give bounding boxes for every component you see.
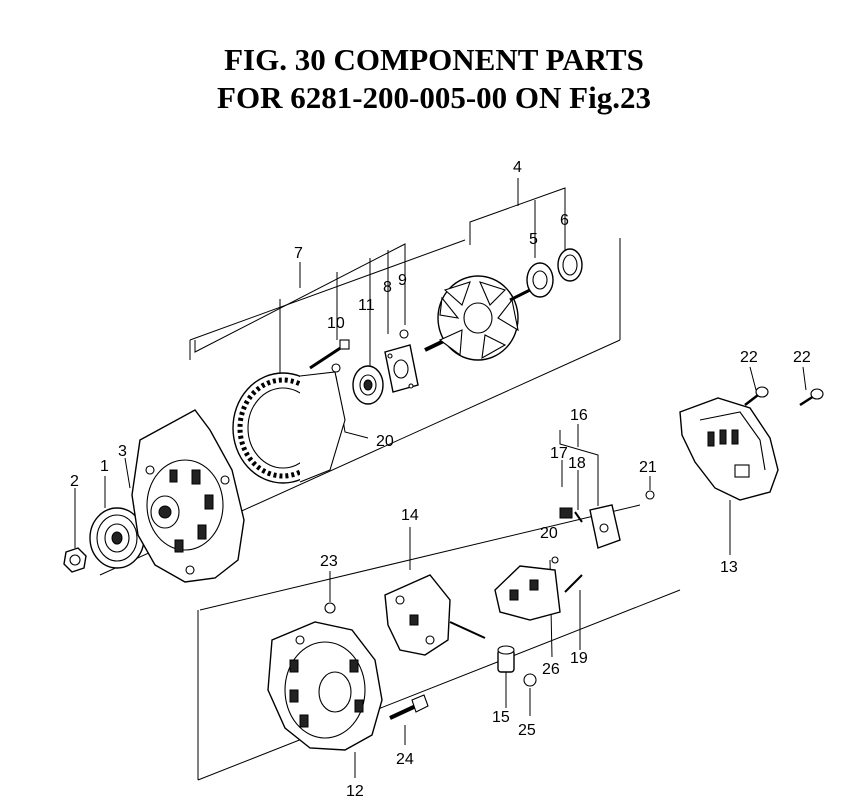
callout-1: 1: [100, 458, 109, 475]
callout-23: 23: [320, 553, 338, 570]
callout-19: 19: [570, 650, 588, 667]
figure-title-line1: FIG. 30 COMPONENT PARTS: [224, 42, 644, 77]
callout-7: 7: [294, 245, 303, 262]
stator-icon: [232, 371, 346, 484]
rectifier-icon: [384, 574, 486, 656]
lower-washer-icon: [551, 556, 559, 564]
screw-icon: [399, 329, 409, 339]
callout-17: 17: [550, 445, 568, 462]
callout-16: 16: [570, 407, 588, 424]
through-bolt-icon: [309, 339, 350, 370]
leader-lines: [74, 178, 807, 778]
callout-10: 10: [327, 315, 345, 332]
callout-24: 24: [396, 751, 414, 768]
callout-22-left: 22: [740, 349, 758, 366]
callout-14: 14: [401, 507, 419, 524]
callout-4: 4: [513, 159, 522, 176]
regulator-icon: [494, 565, 561, 621]
small-screw-icon: [645, 490, 655, 500]
callout-15: 15: [492, 709, 510, 726]
small-nut-icon: [523, 673, 537, 687]
callout-26: 26: [542, 661, 560, 678]
bushing-icon: [497, 645, 515, 673]
rear-cover-icon: [679, 397, 779, 501]
callout-20-lower: 20: [540, 525, 558, 542]
brush-holder-icon: [559, 504, 621, 549]
figure-title-line2: FOR 6281-200-005-00 ON Fig.23: [217, 80, 651, 115]
callout-8: 8: [383, 279, 392, 296]
callout-12: 12: [346, 783, 364, 800]
rear-housing-icon: [267, 621, 383, 751]
housing-bolt-icon: [389, 694, 429, 720]
callout-21: 21: [639, 459, 657, 476]
callout-11: 11: [358, 297, 375, 314]
callout-5: 5: [529, 231, 538, 248]
rotor-icon: [424, 275, 531, 361]
front-housing-icon: [131, 409, 245, 583]
callout-18: 18: [568, 455, 586, 472]
bearing-icon: [352, 365, 384, 405]
callout-20-upper: 20: [376, 433, 394, 450]
callout-labels: 2 1 3 7 10 11 8 9 20 4 5 6 22 22 16 17 1…: [70, 159, 811, 800]
ring-icon: [557, 248, 583, 282]
callout-3: 3: [118, 443, 127, 460]
retainer-plate-icon: [384, 344, 419, 393]
callout-2: 2: [70, 473, 79, 490]
rotor-bearing-icon: [526, 262, 554, 298]
callout-6: 6: [560, 212, 569, 229]
callout-13: 13: [720, 559, 738, 576]
callout-22-right: 22: [793, 349, 811, 366]
cover-screw-icon: [744, 386, 824, 407]
assembly-boundary-lower: [197, 504, 681, 781]
nut-icon: [63, 547, 87, 573]
rectifier-washer-icon: [324, 602, 336, 614]
callout-25: 25: [518, 722, 536, 739]
regulator-screw-icon: [564, 574, 583, 593]
washer-icon: [331, 363, 341, 373]
callout-9: 9: [398, 272, 407, 289]
